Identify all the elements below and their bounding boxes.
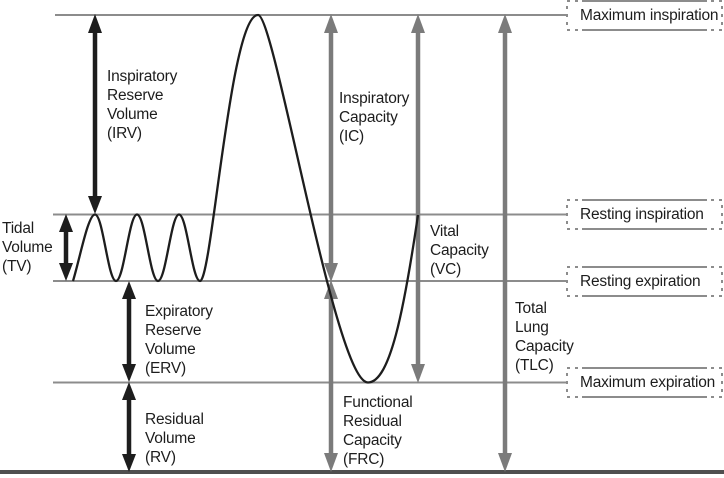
arrowhead-down-icon bbox=[498, 453, 512, 472]
arrowhead-down-icon bbox=[59, 263, 73, 281]
arrowhead-down-icon bbox=[122, 364, 136, 382]
arrowhead-up-icon bbox=[411, 14, 425, 33]
max-inspiration-box bbox=[566, 0, 723, 31]
irv-arrow bbox=[88, 14, 102, 214]
rv-arrow bbox=[122, 382, 136, 472]
vc-arrow bbox=[411, 14, 425, 383]
rv-label: Residual Volume (RV) bbox=[145, 411, 204, 466]
erv-arrow bbox=[122, 281, 136, 382]
arrowhead-up-icon bbox=[324, 14, 338, 33]
arrowhead-up-icon bbox=[498, 14, 512, 33]
erv-label: Expiratory Reserve Volume (ERV) bbox=[145, 303, 213, 377]
tv-label: Tidal Volume (TV) bbox=[2, 220, 53, 275]
resting-inspiration-label: Resting inspiration bbox=[580, 205, 704, 223]
arrowhead-up-icon bbox=[122, 281, 136, 299]
arrowhead-down-icon bbox=[411, 364, 425, 383]
vc-label: Vital Capacity (VC) bbox=[430, 223, 489, 278]
arrowhead-down-icon bbox=[88, 196, 102, 214]
arrowhead-down-icon bbox=[122, 454, 136, 472]
dashed-border bbox=[566, 0, 723, 31]
ic-arrow bbox=[324, 14, 338, 282]
arrowhead-up-icon bbox=[88, 14, 102, 33]
spirogram-trace bbox=[71, 13, 420, 384]
ic-label: Inspiratory Capacity (IC) bbox=[339, 90, 410, 145]
arrowhead-down-icon bbox=[324, 453, 338, 472]
arrowhead-up-icon bbox=[59, 214, 73, 232]
max-expiration-label: Maximum expiration bbox=[580, 373, 716, 391]
resting-expiration-box bbox=[566, 266, 723, 297]
arrowhead-up-icon bbox=[324, 280, 338, 299]
resting-expiration-label: Resting expiration bbox=[580, 272, 701, 290]
dashed-border bbox=[566, 266, 723, 297]
tlc-arrow bbox=[498, 14, 512, 472]
tv-arrow bbox=[59, 214, 73, 281]
max-expiration-box bbox=[566, 367, 723, 398]
max-inspiration-label: Maximum inspiration bbox=[580, 6, 719, 24]
arrowhead-down-icon bbox=[324, 263, 338, 282]
irv-label: Inspiratory Reserve Volume (IRV) bbox=[107, 68, 178, 142]
resting-inspiration-box bbox=[566, 199, 723, 230]
dashed-border bbox=[566, 367, 723, 398]
tlc-label: Total Lung Capacity (TLC) bbox=[515, 300, 574, 374]
frc-label: Functional Residual Capacity (FRC) bbox=[343, 394, 413, 468]
dashed-border bbox=[566, 199, 723, 230]
frc-arrow bbox=[324, 280, 338, 472]
arrowhead-up-icon bbox=[122, 382, 136, 400]
